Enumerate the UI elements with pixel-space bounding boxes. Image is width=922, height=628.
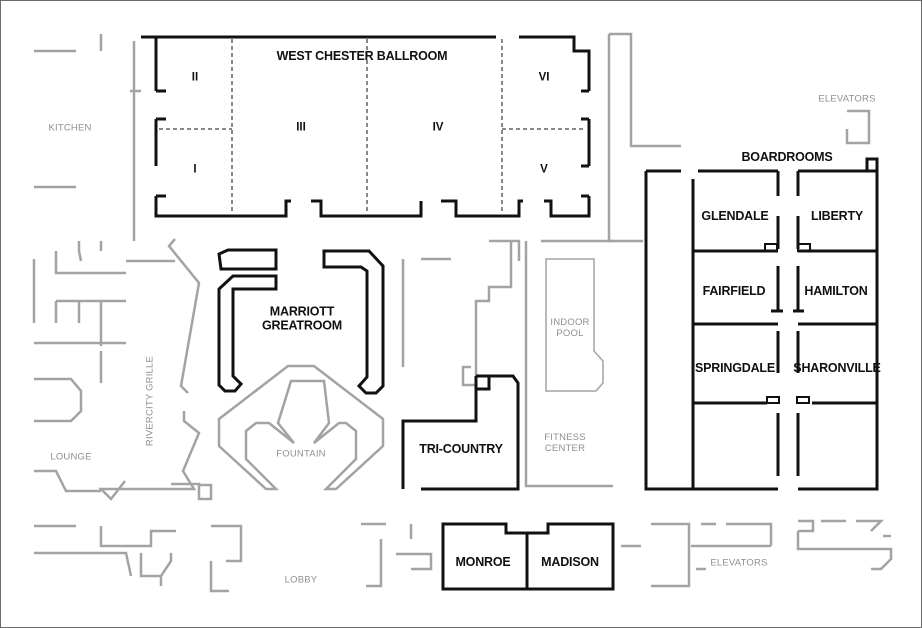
marriott-greatroom-label[interactable]: MARRIOTT GREATROOM	[262, 305, 342, 334]
meeting-room-walls	[141, 35, 879, 591]
elevators-top-shaft	[845, 109, 871, 145]
ballroom-section-iii-label[interactable]: III	[296, 121, 306, 134]
west-chester-ballroom-label[interactable]: WEST CHESTER BALLROOM	[276, 48, 448, 63]
springdale-label[interactable]: SPRINGDALE	[695, 360, 775, 375]
elevators-bottom-label: ELEVATORS	[710, 557, 768, 569]
fountain-walls	[217, 364, 385, 491]
indoor-pool-line-1: INDOOR	[550, 317, 590, 329]
rivercity-grille-walls	[32, 238, 213, 501]
fitness-center-walls	[524, 239, 613, 488]
liberty-label[interactable]: LIBERTY	[810, 208, 864, 223]
fitness-center-label: FITNESS CENTER	[544, 432, 586, 455]
elevators-bottom-walls	[621, 519, 893, 571]
service-area-walls	[32, 32, 893, 593]
ballroom-partitions	[159, 39, 586, 214]
boardrooms-label[interactable]: BOARDROOMS	[741, 149, 833, 164]
monroe-label[interactable]: MONROE	[455, 554, 511, 569]
boardrooms-outline	[644, 157, 879, 491]
rivercity-grille-label: RIVERCITY GRILLE	[144, 355, 156, 447]
boardrooms-interior-walls	[691, 171, 877, 489]
ballroom-section-ii-label[interactable]: II	[191, 71, 199, 84]
greatroom-right-wall	[322, 249, 385, 395]
elevators-top-label: ELEVATORS	[818, 93, 876, 105]
lobby-center-walls	[361, 522, 433, 588]
fairfield-label[interactable]: FAIRFIELD	[702, 283, 766, 298]
kitchen-label: KITCHEN	[48, 122, 92, 134]
indoor-pool-outline	[545, 258, 604, 392]
tri-country-label[interactable]: TRI-COUNTRY	[419, 441, 503, 456]
ballroom-section-iv-label[interactable]: IV	[432, 121, 444, 134]
boardroom-door-markers	[764, 243, 811, 404]
hamilton-label[interactable]: HAMILTON	[804, 283, 868, 298]
ballroom-section-v-label[interactable]: V	[540, 163, 548, 176]
greatroom-left-wall	[217, 248, 278, 393]
lobby-label: LOBBY	[284, 574, 318, 586]
madison-label[interactable]: MADISON	[541, 554, 599, 569]
sharonville-label[interactable]: SHARONVILLE	[793, 360, 881, 375]
monroe-madison-outline	[441, 522, 615, 591]
tri-country-outline	[401, 374, 520, 491]
glendale-label[interactable]: GLENDALE	[701, 208, 769, 223]
fitness-center-line-1: FITNESS	[544, 432, 586, 444]
greatroom-label-line-2: GREATROOM	[262, 319, 342, 333]
ballroom-section-vi-label[interactable]: VI	[538, 71, 550, 84]
central-corridor-walls	[401, 239, 521, 387]
lounge-label: LOUNGE	[50, 451, 92, 463]
indoor-pool-line-2: POOL	[556, 328, 584, 339]
lobby-right-walls	[651, 522, 773, 588]
indoor-pool-label: INDOOR POOL	[550, 317, 590, 340]
ballroom-section-i-label[interactable]: I	[193, 163, 197, 176]
ballroom-outline	[141, 35, 591, 218]
greatroom-label-line-1: MARRIOTT	[269, 304, 335, 319]
lobby-left-walls	[34, 524, 243, 593]
kitchen-walls	[34, 34, 141, 241]
fountain-label: FOUNTAIN	[276, 448, 326, 460]
fitness-center-line-2: CENTER	[544, 443, 586, 454]
